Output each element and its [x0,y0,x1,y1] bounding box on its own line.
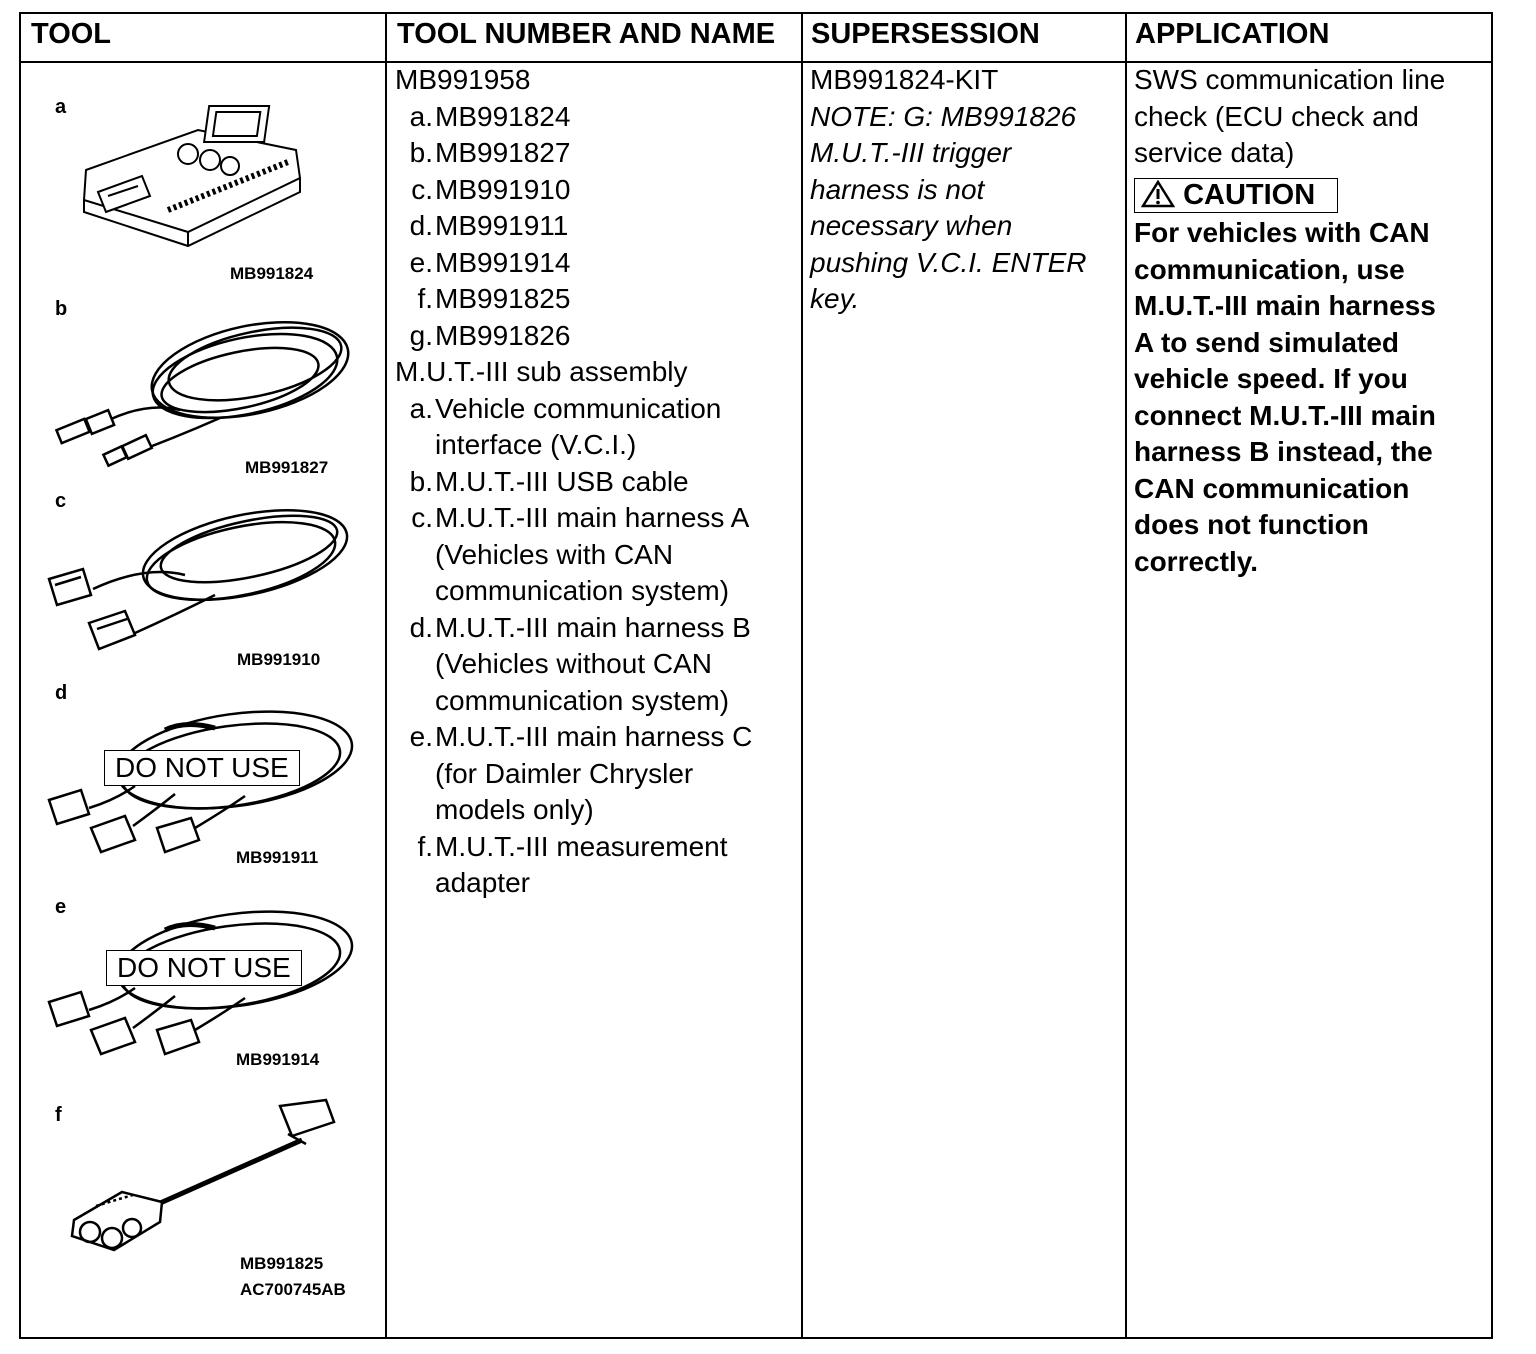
tool-part-number: MB991825 [240,1254,324,1273]
tool-number-and-name-cell: MB991958 a.MB991824 b.MB991827 c.MB99191… [395,62,790,902]
item-text: MB991914 [435,246,571,278]
list-item: b.M.U.T.-III USB cable [395,464,790,501]
column-divider-3 [1125,14,1127,1337]
list-item: b.MB991827 [395,135,790,172]
list-item: e.MB991914 [395,245,790,282]
list-item: a.MB991824 [395,99,790,136]
item-text: MB991827 [435,137,571,168]
item-text: MB991825 [435,283,571,314]
header-application: APPLICATION [1135,18,1330,50]
tool-letter: f [55,1104,62,1126]
supersession-note: NOTE: G: MB991826 M.U.T.-III trigger har… [810,100,1087,315]
tool-letter: d [55,682,68,704]
tool-part-number: MB991824 [230,264,314,283]
tool-part-number: MB991827 [245,458,329,477]
main-harness-a-icon [47,509,349,651]
item-letter: f. [417,830,433,862]
list-item: d.MB991911 [395,208,790,245]
supersession-value: MB991824-KIT [810,64,999,95]
vci-unit-icon [82,105,302,248]
tool-part-number: MB991910 [237,650,321,669]
column-divider-1 [385,14,387,1337]
do-not-use-label: DO NOT USE [104,750,300,786]
tool-letter: b [55,298,68,320]
illustration-code: AC700745AB [240,1280,346,1299]
list-item: c.M.U.T.-III main harness A(Vehicles wit… [395,500,790,610]
tool-letter: a [55,96,67,118]
item-letter: c. [411,173,433,205]
item-letter: g. [409,319,433,351]
header-tool-number-and-name: TOOL NUMBER AND NAME [397,18,776,50]
tool-number-list: a.MB991824 b.MB991827 c.MB991910 d.MB991… [395,99,790,355]
item-text: MB991826 [435,319,571,351]
supersession-cell: MB991824-KIT NOTE: G: MB991826 M.U.T.-II… [810,62,1122,318]
item-letter: a. [409,100,433,132]
list-item: d.M.U.T.-III main harness B(Vehicles wit… [395,610,790,720]
caution-box: CAUTION [1134,177,1339,213]
header-tool: TOOL [31,18,112,50]
usb-cable-icon [54,320,350,468]
caution-label: CAUTION [1183,178,1316,211]
measurement-adapter-icon [70,1098,336,1252]
assembly-name: M.U.T.-III sub assembly [395,356,688,387]
caution-text: For vehicles with CAN communication, use… [1134,217,1436,577]
list-item: c.MB991910 [395,172,790,209]
special-tools-table: TOOL TOOL NUMBER AND NAME SUPERSESSION A… [19,12,1493,1339]
item-letter: b. [409,465,433,497]
item-letter: e. [409,246,433,278]
item-letter: d. [409,611,433,643]
item-text: MB991911 [435,210,569,241]
list-item: f.MB991825 [395,281,790,318]
tool-letter: c [55,490,67,512]
item-letter: d. [409,210,433,241]
warning-triangle-icon [1140,179,1176,207]
application-cell: SWS communication line check (ECU check … [1134,62,1490,580]
item-text: M.U.T.-III main harness C(for Daimler Ch… [435,721,753,825]
header-divider [21,61,1491,63]
item-letter: b. [409,137,433,168]
item-letter: e. [409,721,433,752]
list-item: e.M.U.T.-III main harness C(for Daimler … [395,719,790,829]
tool-letter: e [55,896,67,918]
item-text: M.U.T.-III USB cable [435,465,689,497]
item-letter: a. [409,392,433,424]
main-harness-b-icon [47,710,354,854]
tool-part-number: MB991914 [236,1050,320,1069]
kit-number: MB991958 [395,64,531,95]
item-letter: c. [411,502,433,533]
column-divider-2 [801,14,803,1337]
item-letter: f. [417,283,433,314]
do-not-use-label: DO NOT USE [106,950,302,986]
main-harness-c-icon [47,910,354,1056]
item-text: MB991824 [435,100,571,132]
item-text: M.U.T.-III main harness A(Vehicles with … [435,502,750,606]
application-text: SWS communication line check (ECU check … [1134,64,1446,168]
item-text: MB991910 [435,173,571,205]
tool-part-number: MB991911 [236,848,319,867]
list-item: g.MB991826 [395,318,790,355]
item-text: M.U.T.-III main harness B(Vehicles witho… [435,611,751,716]
header-supersession: SUPERSESSION [811,18,1040,50]
